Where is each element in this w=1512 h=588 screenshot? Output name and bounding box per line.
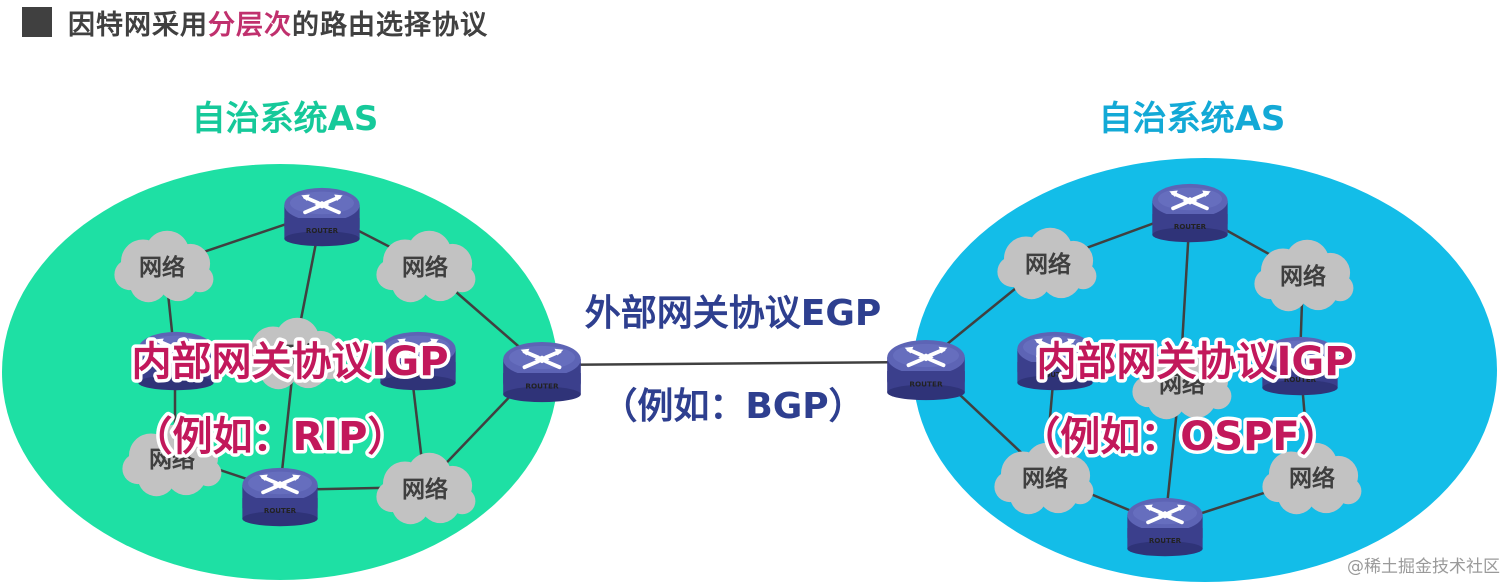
left-igp-example: （例如：RIP） [133, 414, 408, 460]
right-cloud-top-left: 网络 [997, 227, 1097, 300]
svg-text:网络: 网络 [139, 254, 185, 281]
left-igp-name: 内部网关协议IGP [131, 339, 448, 385]
left-cloud-bottom-left: 网络 [122, 424, 222, 497]
svg-text:网络: 网络 [1280, 263, 1326, 290]
inter-as-link [539, 360, 926, 367]
right-as-label: 自治系统AS [1099, 99, 1286, 139]
right-cloud-bottom-right: 网络 [1262, 442, 1362, 515]
left-as-label: 自治系统AS [192, 99, 379, 139]
left-router-bottom [240, 466, 320, 529]
left-cloud-top-left: 网络 [114, 230, 214, 303]
watermark: @稀土掘金技术社区 [1347, 557, 1500, 577]
svg-text:网络: 网络 [1022, 465, 1068, 492]
svg-text:网络: 网络 [1159, 371, 1205, 398]
title-text: 因特网采用分层次的路由选择协议 [68, 3, 488, 42]
svg-text:网络: 网络 [272, 342, 318, 369]
svg-text:网络: 网络 [402, 476, 448, 503]
title-prefix: 因特网采用 [68, 9, 208, 41]
right-router-top [1150, 182, 1230, 245]
right-igp-name: 内部网关协议IGP [1036, 339, 1353, 385]
left-border-router [501, 340, 583, 405]
title-suffix: 的路由选择协议 [292, 9, 488, 41]
right-border-router [885, 338, 967, 403]
slide-title: 因特网采用分层次的路由选择协议 [22, 3, 488, 42]
right-cloud-top-right: 网络 [1254, 239, 1354, 312]
right-cloud-center: 网络 [1132, 347, 1232, 420]
left-cloud-top-right: 网络 [376, 230, 476, 303]
egp-example: （例如：BGP） [601, 386, 864, 427]
title-highlight: 分层次 [208, 9, 292, 41]
egp-name: 外部网关协议EGP [585, 293, 882, 334]
right-cloud-bottom-left: 网络 [994, 442, 1094, 515]
left-cloud-center: 网络 [244, 317, 344, 390]
left-cloud-bottom-right: 网络 [376, 452, 476, 525]
title-bullet-square [22, 7, 52, 37]
svg-text:网络: 网络 [402, 254, 448, 281]
right-router-bottom [1125, 496, 1205, 559]
svg-text:网络: 网络 [149, 446, 195, 473]
right-igp-example: （例如：OSPF） [1020, 414, 1339, 460]
svg-text:网络: 网络 [1289, 465, 1335, 492]
svg-text:网络: 网络 [1025, 251, 1071, 278]
left-router-top [282, 186, 362, 249]
